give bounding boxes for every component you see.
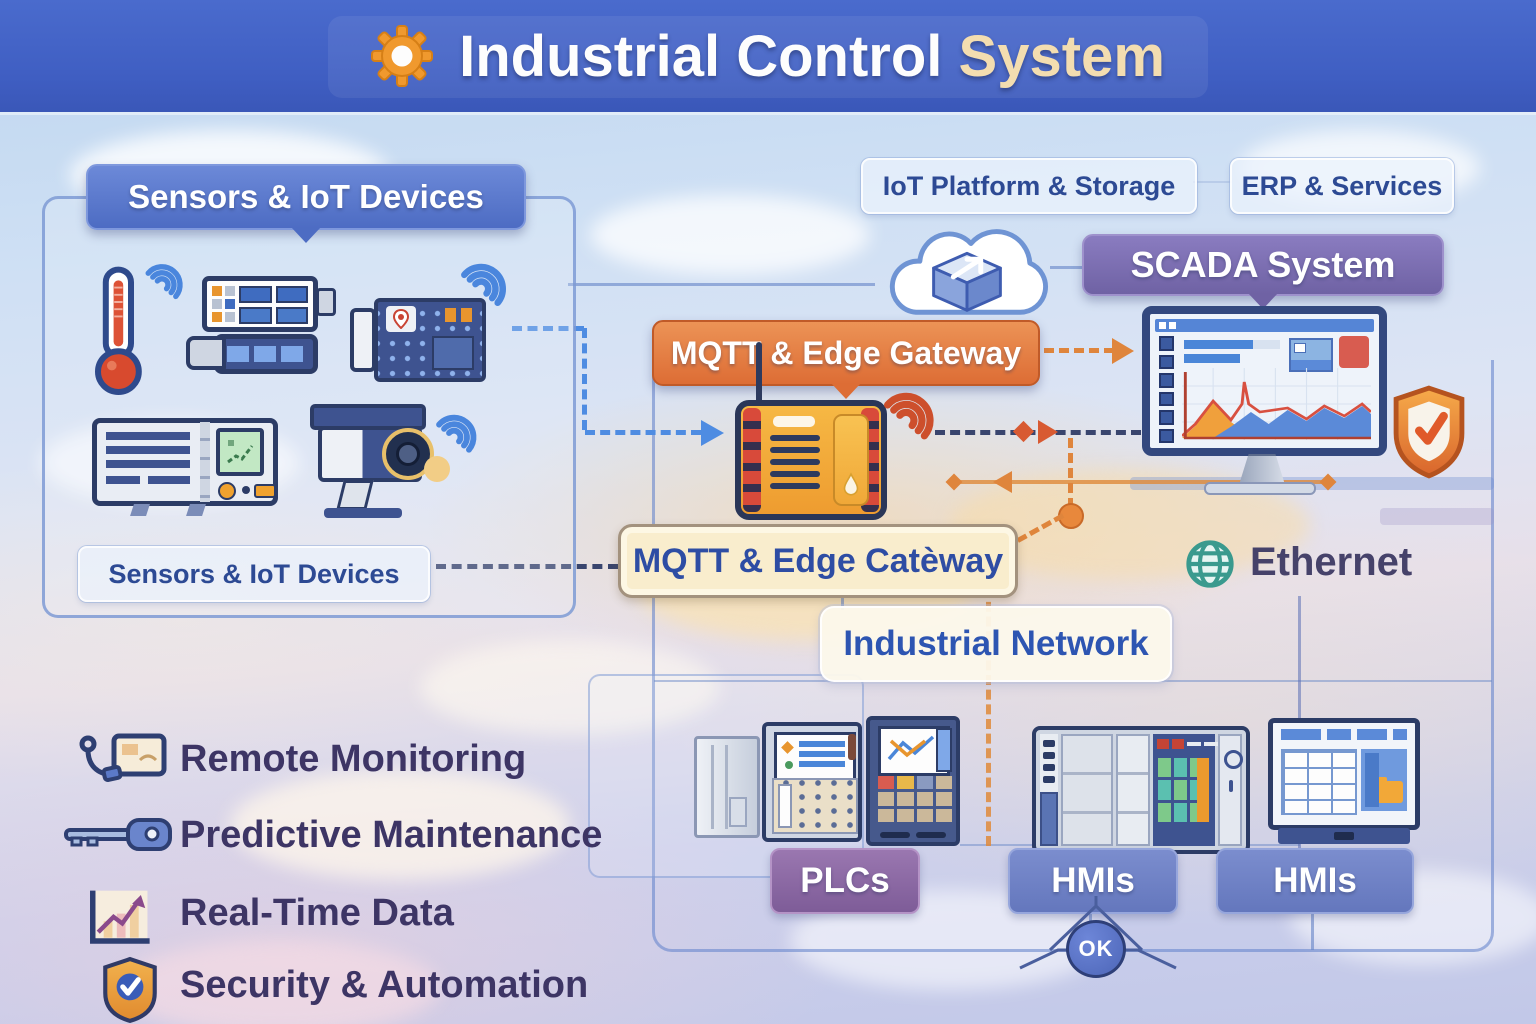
- pointer-down-icon: [291, 227, 321, 243]
- plc-icon: [694, 716, 964, 848]
- realtime-data-icon: [84, 886, 154, 950]
- ethernet-label: Ethernet: [1250, 540, 1412, 585]
- hmis-left-text: HMIs: [1051, 861, 1135, 900]
- page-title: Industrial Control System: [459, 23, 1165, 90]
- sensors-footer-label: Sensors & IoT Devices: [78, 546, 430, 602]
- cloud-decoration: [230, 770, 570, 880]
- legend-label-remote-monitoring: Remote Monitoring: [180, 738, 526, 781]
- scada-banner: SCADA System: [1082, 234, 1444, 309]
- arrowhead-right-icon: [1038, 420, 1058, 444]
- connector-sensors-to-cloud: [568, 283, 875, 286]
- control-panel-icon: [92, 418, 278, 516]
- legend-text: Real-Time Data: [180, 892, 454, 934]
- scada-monitor-icon: [1142, 306, 1392, 498]
- legend-text: Remote Monitoring: [180, 738, 527, 780]
- monitor-shelf-band-2: [1380, 508, 1494, 525]
- gateway-caption-drop-line: [841, 596, 844, 610]
- wifi-icon: [138, 256, 186, 309]
- shield-check-icon: [1390, 384, 1468, 485]
- header-banner: Industrial Control System: [0, 0, 1536, 112]
- orange-return-line: [955, 480, 1333, 484]
- page-title-main: Industrial Control: [459, 23, 943, 89]
- plcs-text: PLCs: [800, 861, 890, 900]
- monitor-base: [1204, 482, 1316, 495]
- camera-icon: [306, 404, 456, 518]
- dashed-orange-vertical: [986, 558, 991, 846]
- dashed-arrow-sensors-to-gateway: [585, 430, 701, 435]
- cloud-decoration: [420, 640, 720, 735]
- connector-cloud-to-scada: [1050, 266, 1084, 269]
- dashed-arrow-gateway-to-scada: [1044, 348, 1114, 353]
- hmis-label-left: HMIs: [1008, 848, 1178, 914]
- mqtt-banner: MQTT & Edge Gateway: [652, 320, 1040, 399]
- mqtt-caption-label: MQTT & Edge Catèway: [618, 524, 1018, 598]
- legend-label-realtime-data: Real-Time Data: [180, 892, 454, 935]
- sensor-module-icon: [186, 276, 336, 378]
- wifi-icon: [428, 406, 480, 463]
- gear-icon: [371, 25, 434, 87]
- gateway-antenna: [756, 342, 762, 404]
- orange-node-dot: [1058, 503, 1084, 529]
- ethernet-text: Ethernet: [1250, 540, 1413, 584]
- dashed-arrow-sensors-to-gateway: [582, 328, 587, 430]
- legend-item-realtime-data: [84, 886, 154, 955]
- wifi-icon: [874, 382, 938, 451]
- gps-sensor-icon: [350, 298, 486, 382]
- cloud-decoration: [590, 195, 870, 275]
- sensors-header-banner: Sensors & IoT Devices: [86, 164, 526, 243]
- legend-label-security-automation: Security & Automation: [180, 964, 588, 1007]
- security-automation-icon: [100, 956, 160, 1024]
- pointer-down-icon: [1248, 293, 1278, 309]
- thermometer-icon: [92, 266, 146, 403]
- erp-services-text: ERP & Services: [1241, 170, 1443, 201]
- sensors-footer-text: Sensors & IoT Devices: [108, 558, 400, 589]
- hmi-monitor-icon: [1268, 718, 1420, 852]
- hmi-rack-icon: [1032, 726, 1250, 854]
- erp-services-label: ERP & Services: [1230, 158, 1454, 214]
- iot-platform-label: IoT Platform & Storage: [861, 158, 1197, 214]
- hmis-right-text: HMIs: [1273, 861, 1357, 900]
- cloud-decoration: [120, 940, 440, 1024]
- title-highlight: [328, 16, 1208, 98]
- legend-text: Security & Automation: [180, 964, 589, 1006]
- legend-item-remote-monitoring: [78, 732, 170, 797]
- legend-label-predictive-maintenance: Predictive Maintenance: [180, 814, 602, 857]
- legend-item-predictive-maintenance: [64, 816, 174, 859]
- arrowhead-right-icon: [701, 420, 724, 446]
- dashed-line-sensorlabel-to-gatewaylabel: [436, 564, 618, 569]
- gateway-icon: [735, 400, 887, 520]
- scada-banner-text: SCADA System: [1130, 244, 1396, 285]
- globe-icon: [1184, 538, 1236, 595]
- cloud-upload-icon: [868, 218, 1066, 331]
- ok-badge: OK: [1066, 920, 1126, 978]
- connector-platform-labels: [1193, 181, 1232, 183]
- wifi-icon: [452, 254, 510, 317]
- industrial-network-text: Industrial Network: [843, 624, 1149, 663]
- iot-platform-text: IoT Platform & Storage: [882, 170, 1176, 201]
- hmis-label-right: HMIs: [1216, 848, 1414, 914]
- page-title-accent: System: [958, 23, 1165, 89]
- legend-item-security-automation: [100, 956, 160, 1024]
- dashed-arrow-sensors-to-gateway: [512, 326, 584, 331]
- pointer-down-icon: [831, 383, 861, 399]
- arrowhead-left-icon: [993, 471, 1012, 493]
- industrial-network-label: Industrial Network: [820, 606, 1172, 682]
- hmis-right-drop-line: [1311, 910, 1314, 950]
- dashed-orange-vertical: [1068, 438, 1073, 508]
- sensors-header-label: Sensors & IoT Devices: [128, 178, 484, 215]
- ok-badge-text: OK: [1078, 936, 1114, 961]
- remote-monitoring-icon: [78, 732, 170, 792]
- legend-text: Predictive Maintenance: [180, 814, 603, 856]
- arrowhead-right-icon: [1112, 338, 1134, 364]
- mqtt-banner-text: MQTT & Edge Gateway: [670, 334, 1022, 371]
- predictive-maintenance-icon: [64, 816, 174, 854]
- plcs-label: PLCs: [770, 848, 920, 914]
- mqtt-caption-text: MQTT & Edge Catèway: [632, 541, 1004, 580]
